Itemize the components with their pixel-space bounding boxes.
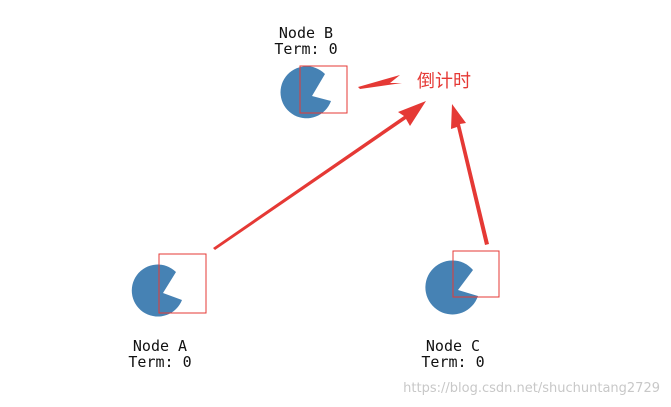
node-c-term: Term: 0 — [421, 353, 484, 371]
node-c: Node C Term: 0 — [421, 250, 500, 371]
node-b-name: Node B — [279, 24, 333, 42]
node-b-circle — [280, 66, 331, 119]
node-a: Node A Term: 0 — [128, 253, 207, 371]
node-b-timer-box — [299, 65, 348, 114]
node-c-circle — [425, 260, 478, 315]
arrow-b-to-countdown — [358, 75, 402, 89]
node-b-term: Term: 0 — [274, 40, 337, 58]
arrow-c-to-countdown — [451, 104, 489, 245]
node-a-term: Term: 0 — [128, 353, 191, 371]
node-a-timer-box — [158, 253, 207, 314]
node-b: Node B Term: 0 — [274, 24, 348, 119]
countdown-label: 倒计时 — [417, 71, 471, 92]
node-a-circle — [131, 264, 182, 317]
node-c-timer-box — [452, 250, 500, 298]
watermark-text: https://blog.csdn.net/shuchuntang2729 — [403, 381, 660, 396]
arrow-a-to-countdown — [213, 101, 426, 250]
node-a-name: Node A — [133, 337, 187, 355]
node-c-name: Node C — [426, 337, 480, 355]
